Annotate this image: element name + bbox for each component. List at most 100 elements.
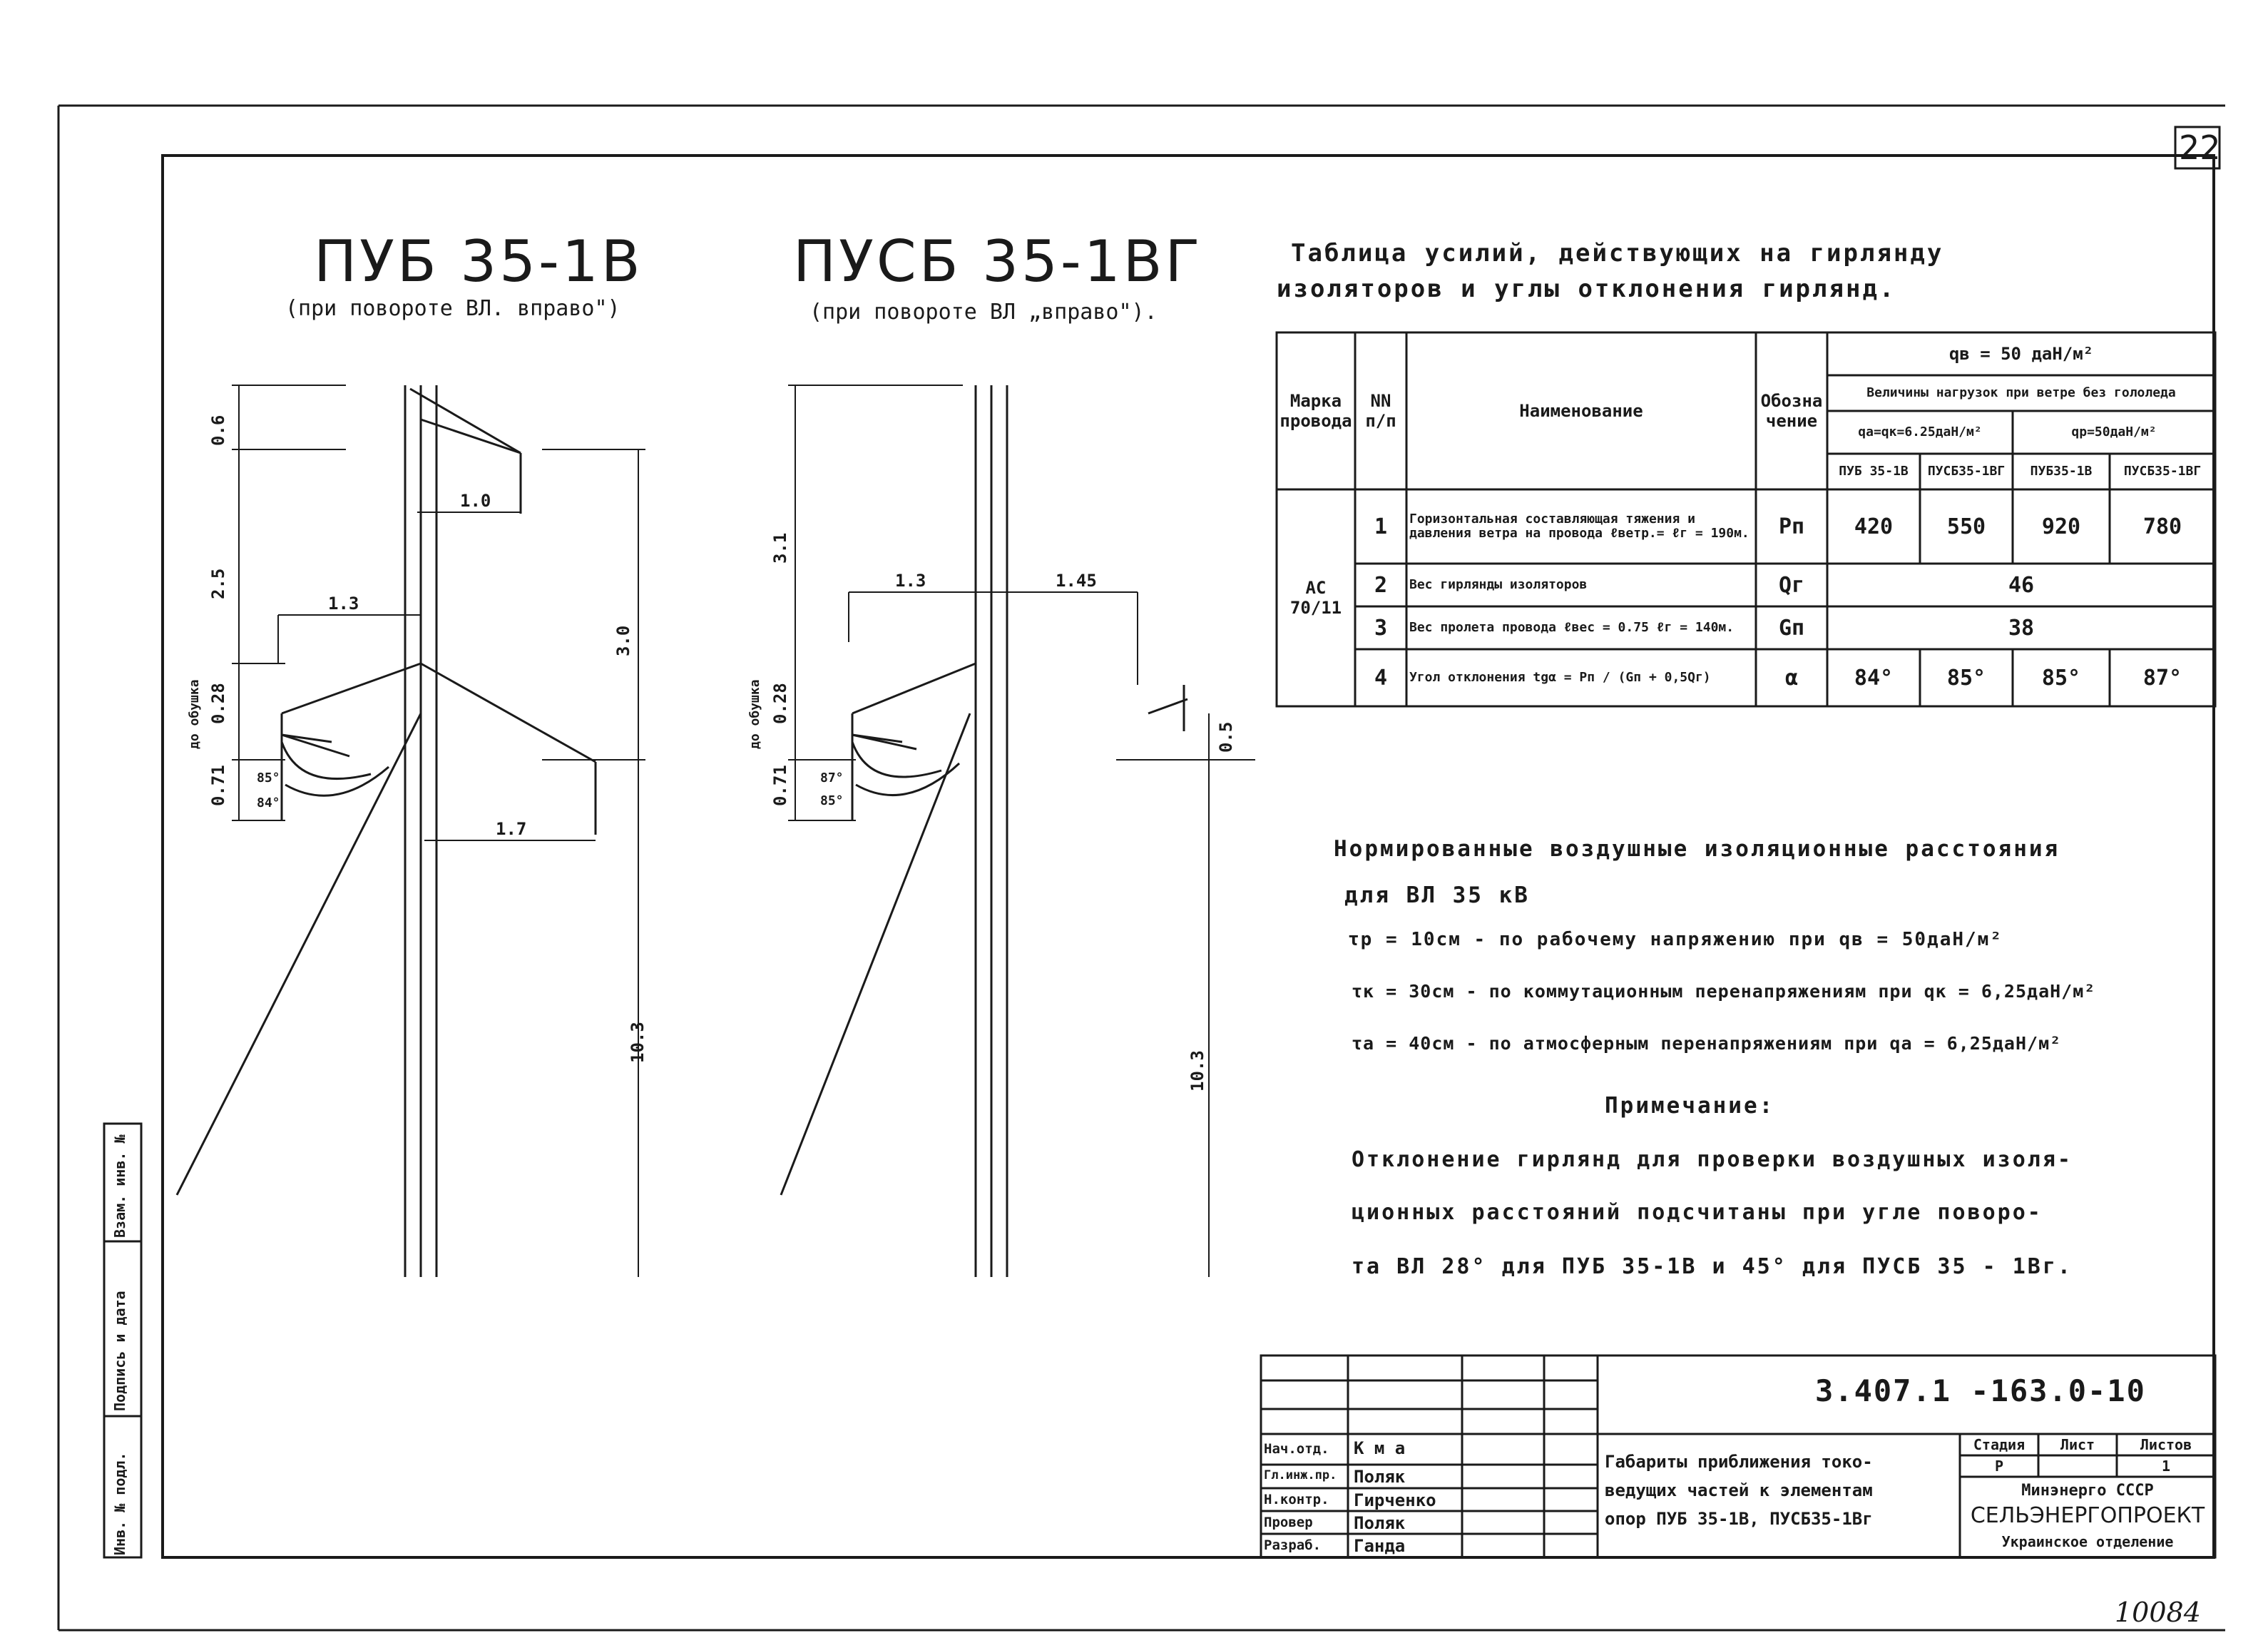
- td-name-1: Горизонтальная составляющая тяжения и да…: [1409, 512, 1749, 541]
- th-sub-4: ПУСБ35-1ВГ: [2123, 464, 2202, 479]
- table-caption-1: Таблица усилий, действующих на гирлянду: [1291, 239, 1944, 268]
- th-sub-3: ПУБ35-1В: [2030, 464, 2093, 479]
- stamp-org-1: Минэнерго СССР: [2021, 1481, 2154, 1500]
- dim-to-attach-r: до обушка: [747, 679, 762, 749]
- stamp-desc-1: Габариты приближения токо-: [1605, 1452, 1873, 1472]
- stamp-sheet: [2040, 1457, 2115, 1475]
- td-merged-2: 46: [2008, 572, 2035, 598]
- note-line-1: Нормированные воздушные изоляционные рас…: [1334, 836, 2060, 862]
- dim-1-7: 1.7: [496, 819, 527, 839]
- note-line-5: τа = 40см - по атмосферным перенапряжени…: [1352, 1033, 2062, 1054]
- archive-number: 10084: [2115, 1597, 2201, 1628]
- note-line-3: τр = 10см - по рабочему напряжению при q…: [1348, 929, 2003, 950]
- stamp-desc-2: ведущих частей к элементам: [1605, 1480, 1873, 1500]
- note-heading: Примечание:: [1605, 1093, 1775, 1119]
- stamp-sheets: 1: [2161, 1458, 2171, 1475]
- dim-10-3: 10.3: [628, 1022, 648, 1063]
- td-n-3: 3: [1374, 615, 1388, 641]
- angle-85: 85°: [257, 770, 280, 785]
- role-name-2: Поляк: [1354, 1467, 1406, 1487]
- td-sym-4: α: [1784, 665, 1799, 691]
- td-n-2: 2: [1374, 572, 1388, 598]
- dim-1-45: 1.45: [1056, 571, 1097, 591]
- td-sym-3: Gп: [1778, 615, 1805, 641]
- dim-0-28: 0.28: [208, 683, 228, 724]
- td-merged-3: 38: [2008, 615, 2035, 641]
- left-subtitle: (при повороте ВЛ. вправо"): [285, 296, 620, 321]
- td-v4-3: 85°: [2041, 665, 2081, 691]
- role-name-3: Гирченко: [1354, 1490, 1436, 1510]
- stamp-desc-3: опор ПУБ 35-1В, ПУСБ35-1Вг: [1605, 1509, 1873, 1529]
- th-sub-2: ПУСБ35-1ВГ: [1927, 464, 2006, 479]
- dim-0-71: 0.71: [208, 765, 228, 806]
- td-v4-4: 87°: [2142, 665, 2182, 691]
- dim-0-71-r: 0.71: [770, 765, 790, 806]
- side-replace-inv: Взам. инв. №: [111, 1134, 128, 1238]
- td-v1-1: 420: [1854, 514, 1894, 539]
- td-v4-2: 85°: [1946, 665, 1986, 691]
- dim-2-5: 2.5: [208, 568, 228, 599]
- dim-0-5: 0.5: [1216, 721, 1236, 753]
- dim-10-3-r: 10.3: [1187, 1050, 1207, 1092]
- td-v4-1: 84°: [1854, 665, 1894, 691]
- dim-3-1: 3.1: [770, 532, 790, 564]
- stamp-org-2: СЕЛЬЭНЕРГОПРОЕКТ: [1970, 1502, 2205, 1528]
- th-loads: Величины нагрузок при ветре без гололеда: [1866, 385, 2176, 400]
- td-marka: АС 70/11: [1289, 578, 1342, 618]
- td-v1-4: 780: [2142, 514, 2182, 539]
- side-inv-number: Инв. № подл.: [111, 1452, 128, 1556]
- role-5: Разраб.: [1264, 1537, 1322, 1553]
- th-qv: qв = 50 даН/м²: [1948, 344, 2094, 364]
- th-qa: qа=qк=6.25даН/м²: [1858, 424, 1982, 439]
- doc-code: 3.407.1 -163.0-10: [1815, 1373, 2146, 1408]
- note-line-2: для ВЛ 35 кВ: [1344, 882, 1530, 908]
- left-title: ПУБ 35-1В: [314, 228, 643, 295]
- role-name-1: К м а: [1354, 1438, 1406, 1458]
- note-para-3: та ВЛ 28° для ПУБ 35-1В и 45° для ПУСБ 3…: [1352, 1254, 2073, 1279]
- td-name-4: Угол отклонения tgα = Pп / (Gп + 0,5Qг): [1409, 670, 1711, 685]
- dim-1-0: 1.0: [460, 491, 491, 511]
- note-line-4: τк = 30см - по коммутационным перенапряж…: [1352, 981, 2096, 1002]
- role-1: Нач.отд.: [1264, 1441, 1329, 1457]
- dim-0-6: 0.6: [208, 414, 228, 446]
- th-sub-1: ПУБ 35-1В: [1839, 464, 1909, 479]
- dim-0-28-r: 0.28: [770, 683, 790, 724]
- role-name-5: Ганда: [1354, 1536, 1406, 1556]
- th-oboz: Обозначение: [1760, 391, 1823, 431]
- angle-87: 87°: [820, 770, 844, 785]
- role-name-4: Поляк: [1354, 1513, 1406, 1533]
- stamp-stage-head: Стадия: [1973, 1436, 2026, 1453]
- angle-85-r: 85°: [820, 793, 844, 808]
- td-name-2: Вес гирлянды изоляторов: [1409, 577, 1588, 592]
- dim-1-3-r: 1.3: [895, 571, 926, 591]
- td-n-4: 4: [1374, 665, 1388, 691]
- stamp-org-3: Украинское отделение: [2001, 1533, 2174, 1550]
- role-2: Гл.инж.пр.: [1264, 1468, 1337, 1482]
- sheet-number: 22: [2179, 128, 2221, 167]
- td-v1-2: 550: [1946, 514, 1986, 539]
- td-n-1: 1: [1374, 514, 1388, 539]
- role-3: Н.контр.: [1264, 1492, 1329, 1507]
- dim-3-0: 3.0: [613, 625, 633, 656]
- stamp-stage: Р: [1994, 1458, 2004, 1475]
- td-sym-1: Pп: [1778, 514, 1805, 539]
- angle-84: 84°: [257, 795, 280, 810]
- note-para-1: Отклонение гирлянд для проверки воздушны…: [1352, 1147, 2073, 1172]
- right-subtitle: (при повороте ВЛ „вправо").: [809, 300, 1158, 325]
- dim-1-3: 1.3: [328, 594, 359, 614]
- side-signature-date: Подпись и дата: [111, 1291, 128, 1411]
- stamp-sheet-head: Лист: [2060, 1436, 2095, 1453]
- th-nn: NN п/п: [1365, 391, 1396, 431]
- th-name: Наименование: [1519, 401, 1643, 421]
- td-name-3: Вес пролета провода ℓвес = 0.75 ℓг = 140…: [1409, 620, 1735, 635]
- right-title: ПУСБ 35-1ВГ: [793, 228, 1203, 295]
- table-caption-2: изоляторов и углы отклонения гирлянд.: [1277, 275, 1896, 303]
- td-sym-2: Qг: [1778, 572, 1805, 598]
- role-4: Провер: [1264, 1515, 1313, 1530]
- th-marka: Марка провода: [1279, 391, 1352, 431]
- note-para-2: ционных расстояний подсчитаны при угле п…: [1352, 1200, 2043, 1225]
- th-qr: qр=50даН/м²: [2071, 424, 2157, 439]
- stamp-sheets-head: Листов: [2140, 1436, 2192, 1453]
